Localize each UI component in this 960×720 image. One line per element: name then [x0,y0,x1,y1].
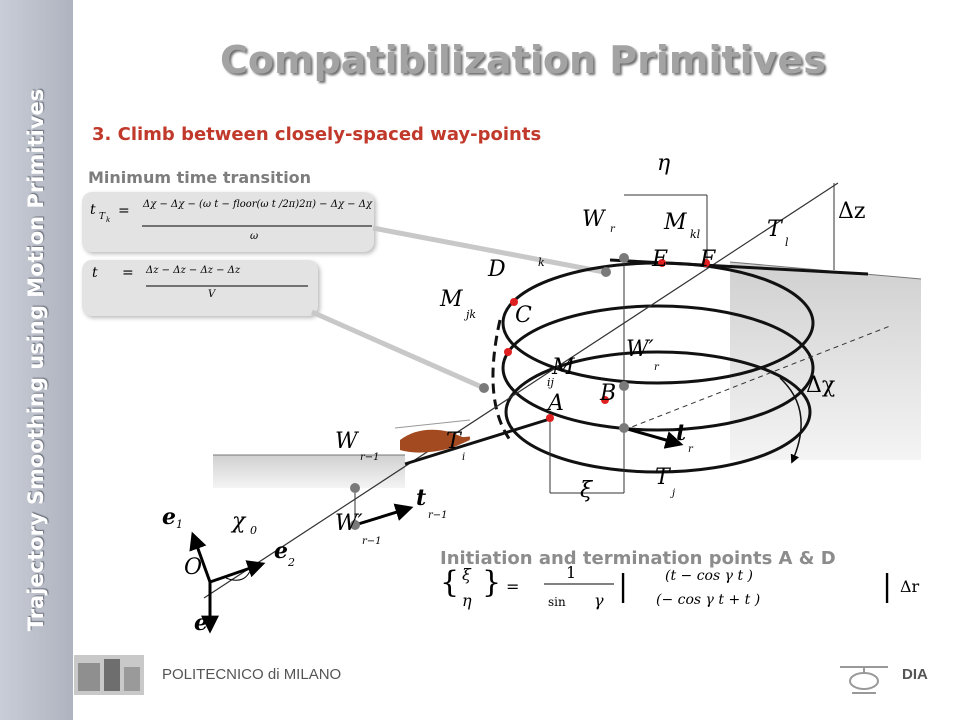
reference-frame [189,531,266,634]
svg-text:ij: ij [547,376,555,389]
svg-text:r: r [654,362,660,373]
label-B: B [599,381,616,406]
sidebar: Trajectory Smoothing using Motion Primit… [0,0,73,720]
svg-text:1: 1 [176,518,183,531]
svg-text:1: 1 [566,563,576,582]
label-dchi: Δχ [806,373,835,398]
svg-text:j: j [670,488,675,499]
svg-text:l: l [785,236,789,249]
label-O: O [184,555,202,580]
label-Mij: M [551,355,575,380]
label-chi0: χ [230,509,247,534]
label-D: D [487,257,506,282]
tangent-arrow-tr [623,426,684,449]
label-Tl: T [767,217,784,242]
formula-1: t T k = Δχ − Δχ − (ω t − floor(ω t /2π)2… [90,199,373,242]
lower-plane [213,455,405,488]
helicopter-logo-icon [840,666,888,694]
svg-text:γ: γ [594,591,604,610]
svg-text:=: = [506,577,519,596]
svg-text:2: 2 [287,556,295,569]
svg-text:ξ: ξ [462,565,472,584]
svg-text:r−1: r−1 [360,452,380,463]
ground-track [203,182,839,599]
label-xi: ξ [580,478,594,503]
label-tr1: t [416,485,426,511]
label-tr: t [676,420,686,446]
tangent-arrow-tr1 [354,503,414,527]
politecnico-logo [74,655,144,695]
svg-text:t: t [92,265,98,281]
label-Mkl: M [663,210,687,235]
label-e3: e [194,610,208,636]
footer-right: DIA [902,666,928,683]
formula-box-2 [82,260,318,316]
entry-path [404,416,554,466]
label-Wpr1: W′ [335,511,363,536]
svg-text:|: | [882,569,892,604]
red-points [504,259,710,422]
svg-text:ω: ω [250,231,258,242]
svg-text:t: t [90,202,96,218]
svg-text:η: η [462,591,472,610]
svg-text:Δχ − Δχ − (ω t − floor(ω t: Δχ − Δχ − (ω t − floor(ω t /2π)2π) − Δχ … [142,199,373,210]
footer-left: POLITECNICO di MILANO [162,666,342,683]
svg-text:0: 0 [250,524,257,537]
formula-2: t = Δz − Δz − Δz − Δz V [92,265,308,300]
label-Wr1: W [335,429,360,454]
svg-text:Δr: Δr [900,577,920,596]
label-Wr: W [582,207,607,232]
helicopter-icon [394,419,471,453]
svg-text:k: k [538,256,545,269]
grey-nodes [350,253,629,530]
svg-text:r: r [688,444,694,455]
svg-text:r: r [610,224,616,235]
label-Mjk: M [439,287,463,312]
svg-text:jk: jk [463,308,476,321]
svg-text:}: } [482,565,501,600]
label-E: E [651,247,668,272]
init-label: Initiation and termination points A & D [440,548,836,569]
label-C: C [515,303,532,328]
section-label: Minimum time transition [88,168,312,187]
section-subtitle: 3. Climb between closely-spaced way-poin… [92,124,542,145]
label-F: F [699,247,716,272]
svg-text:i: i [462,452,465,463]
label-e1: e [162,504,176,530]
svg-text:(− cos γ t + t ): (− cos γ t + t ) [656,592,760,608]
label-Ti: T [446,429,463,454]
label-Wpr: W′ [626,337,654,362]
svg-text:=: = [118,203,130,219]
svg-text:sin: sin [548,595,566,609]
label-Tj: T [655,465,672,490]
svg-text:Δz − Δz − Δz − Δz: Δz − Δz − Δz − Δz [145,265,241,276]
label-e2: e [274,538,288,564]
svg-text:kl: kl [690,228,701,241]
slide-title: Compatibilization Primitives [220,38,826,82]
formula-box-1 [82,192,374,252]
diagram-labels: η W r M kl T l Δz D k E F M jk C M ij W′… [162,151,865,636]
svg-text:=: = [122,265,134,281]
svg-text:T: T [99,212,106,222]
svg-text:(t − cos γ t ): (t − cos γ t ) [665,568,753,584]
upper-plane [730,262,921,460]
svg-text:|: | [618,569,628,604]
label-dz: Δz [838,199,865,224]
svg-text:r−1: r−1 [362,536,382,547]
svg-text:{: { [440,565,459,600]
svg-text:r−1: r−1 [428,510,448,521]
exit-path [609,258,869,276]
callout-line-1 [372,225,605,275]
callout-line-2 [310,309,486,391]
initiation-formula: { ξ η } = 1 sin γ | (t − cos γ t ) (− co… [440,563,920,610]
svg-text:k: k [106,216,110,224]
label-eta: η [657,151,670,176]
svg-text:V: V [208,289,217,300]
label-A: A [546,391,564,416]
